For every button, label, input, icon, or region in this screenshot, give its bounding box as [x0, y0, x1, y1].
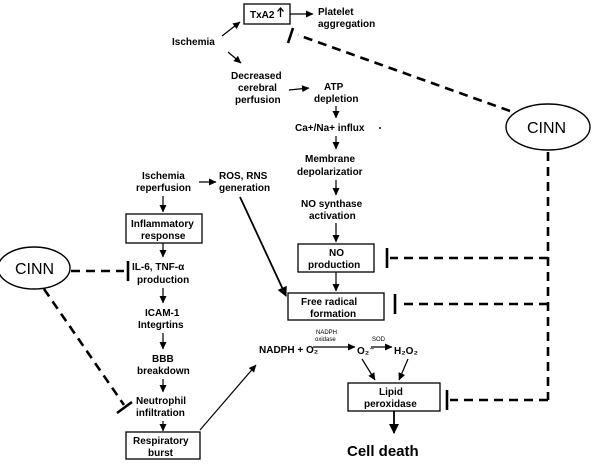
cinn-right-ellipse: [505, 103, 591, 151]
il6-line1: IL-6, TNF-α: [132, 262, 185, 273]
nadph-oxidase-line1: NADPH: [316, 330, 337, 336]
free-radical-line1: Free radical: [301, 297, 357, 308]
ros-line1: ROS, RNS: [219, 171, 268, 182]
arrow-ischemia-txa2: [221, 21, 241, 37]
platelet-line1: Platelet: [318, 7, 354, 18]
bbb-line2: breakdown: [137, 366, 190, 377]
ischemia-rep-line2: reperfusion: [136, 183, 191, 194]
membrane-line1: Membrane: [305, 154, 355, 165]
atp-line1: ATP: [324, 82, 344, 93]
no-line2: production: [308, 260, 360, 271]
inflammatory-box: [125, 213, 203, 244]
arrow-h2o2-lipid: [398, 358, 409, 381]
inhibit-bar-platelet: [286, 27, 295, 44]
sod-label: SOD: [372, 337, 386, 343]
txa2-label: TxA2: [250, 10, 275, 21]
platelet-line2: aggregation: [318, 19, 375, 30]
superoxide-label: O₂⁻: [357, 346, 375, 357]
arrow-perfusion-atp: [288, 85, 310, 93]
inflammatory-line2: response: [141, 231, 186, 242]
arrow-superoxide-lipid: [361, 358, 376, 381]
respiratory-box: [125, 431, 201, 460]
inflammatory-line1: Inflammatory: [131, 219, 194, 230]
cinn-right-label: CINN: [527, 120, 566, 137]
h2o2-label: H₂O₂: [394, 346, 418, 357]
arrow-respiratory-nadph: [199, 364, 257, 431]
decreased-line3: perfusion: [235, 95, 281, 106]
decreased-line2: cerebral: [238, 83, 277, 94]
cinn-left-ellipse: [0, 246, 71, 290]
ischemia-rep-line1: Ischemia: [142, 171, 185, 182]
lipid-line2: peroxidase: [364, 399, 417, 410]
nos-line1: NO synthase: [301, 199, 363, 210]
decreased-line1: Decreased: [231, 71, 282, 82]
no-line1: NO: [329, 248, 344, 259]
free-radical-line2: formation: [310, 309, 356, 320]
ros-line2: generation: [219, 183, 270, 194]
arrow-ischemia-perfusion: [227, 51, 242, 64]
nadph-oxidase-line2: oxidase: [315, 337, 336, 343]
icam-line1: ICAM-1: [145, 308, 180, 319]
respiratory-line1: Respiratory: [133, 436, 189, 447]
up-arrow-icon: [277, 7, 284, 17]
inhibit-bar-neutrophil: [116, 400, 133, 415]
il6-line2: production: [137, 275, 189, 286]
cinn-left-label: CINN: [15, 261, 54, 278]
respiratory-line2: burst: [148, 448, 174, 459]
arrow-ros-freeradical: [239, 196, 287, 297]
icam-line2: Integrtins: [138, 320, 184, 331]
cell-death-label: Cell death: [347, 443, 419, 460]
lipid-box: [347, 382, 441, 412]
inhibit-line-neutrophil: [42, 288, 126, 406]
nadph-o2-label: NADPH + O₂: [259, 345, 318, 356]
membrane-line2: depolarizatior: [297, 167, 363, 178]
ischemia-label: Ischemia: [172, 37, 215, 48]
free-radical-box: [287, 292, 385, 321]
neutrophil-line1: Neutrophil: [136, 396, 186, 407]
no-production-box: [297, 243, 375, 273]
ca-influx-label: Ca+/Na+ influx: [295, 123, 365, 134]
atp-line2: depletion: [314, 94, 358, 105]
nos-line2: activation: [309, 211, 356, 222]
stray-dot: [379, 127, 381, 129]
lipid-line1: Lipid: [379, 387, 403, 398]
bbb-line1: BBB: [152, 354, 174, 365]
inhibit-line-platelet: [297, 33, 511, 113]
neutrophil-line2: infiltration: [136, 408, 185, 419]
